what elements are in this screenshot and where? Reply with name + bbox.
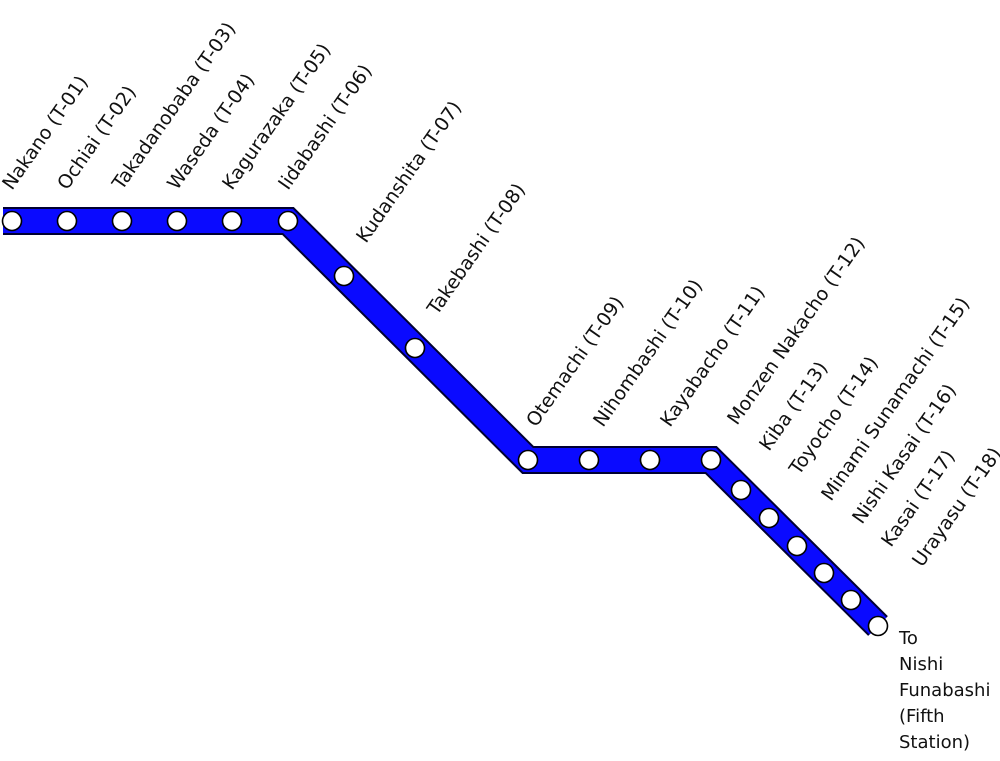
station-stop[interactable] (221, 210, 243, 232)
station-stop[interactable] (277, 210, 299, 232)
station-stops (1, 210, 889, 637)
station-stop[interactable] (786, 535, 808, 557)
station-stop[interactable] (639, 449, 661, 471)
station-stop[interactable] (730, 479, 752, 501)
station-stop[interactable] (840, 589, 862, 611)
station-labels: Nakano (T-01)Ochiai (T-02)Takadanobaba (… (0, 18, 1000, 571)
station-label: Takebashi (T-08) (423, 179, 530, 319)
station-stop[interactable] (333, 265, 355, 287)
station-stop[interactable] (758, 507, 780, 529)
station-stop[interactable] (700, 449, 722, 471)
station-stop[interactable] (111, 210, 133, 232)
station-stop[interactable] (867, 615, 889, 637)
terminus-text-line: Nishi (899, 654, 943, 675)
terminus-text-line: Station) (899, 732, 970, 753)
station-stop[interactable] (404, 337, 426, 359)
terminus-text-line: (Fifth (899, 706, 945, 727)
terminus-text-line: Funabashi (899, 680, 990, 701)
station-stop[interactable] (56, 210, 78, 232)
station-label: Kudanshita (T-07) (352, 97, 466, 247)
station-stop[interactable] (517, 449, 539, 471)
station-stop[interactable] (578, 449, 600, 471)
station-stop[interactable] (813, 562, 835, 584)
station-stop[interactable] (1, 210, 23, 232)
terminus-text-line: To (898, 628, 918, 649)
station-label: Kagurazaka (T-05) (218, 40, 335, 194)
station-stop[interactable] (166, 210, 188, 232)
